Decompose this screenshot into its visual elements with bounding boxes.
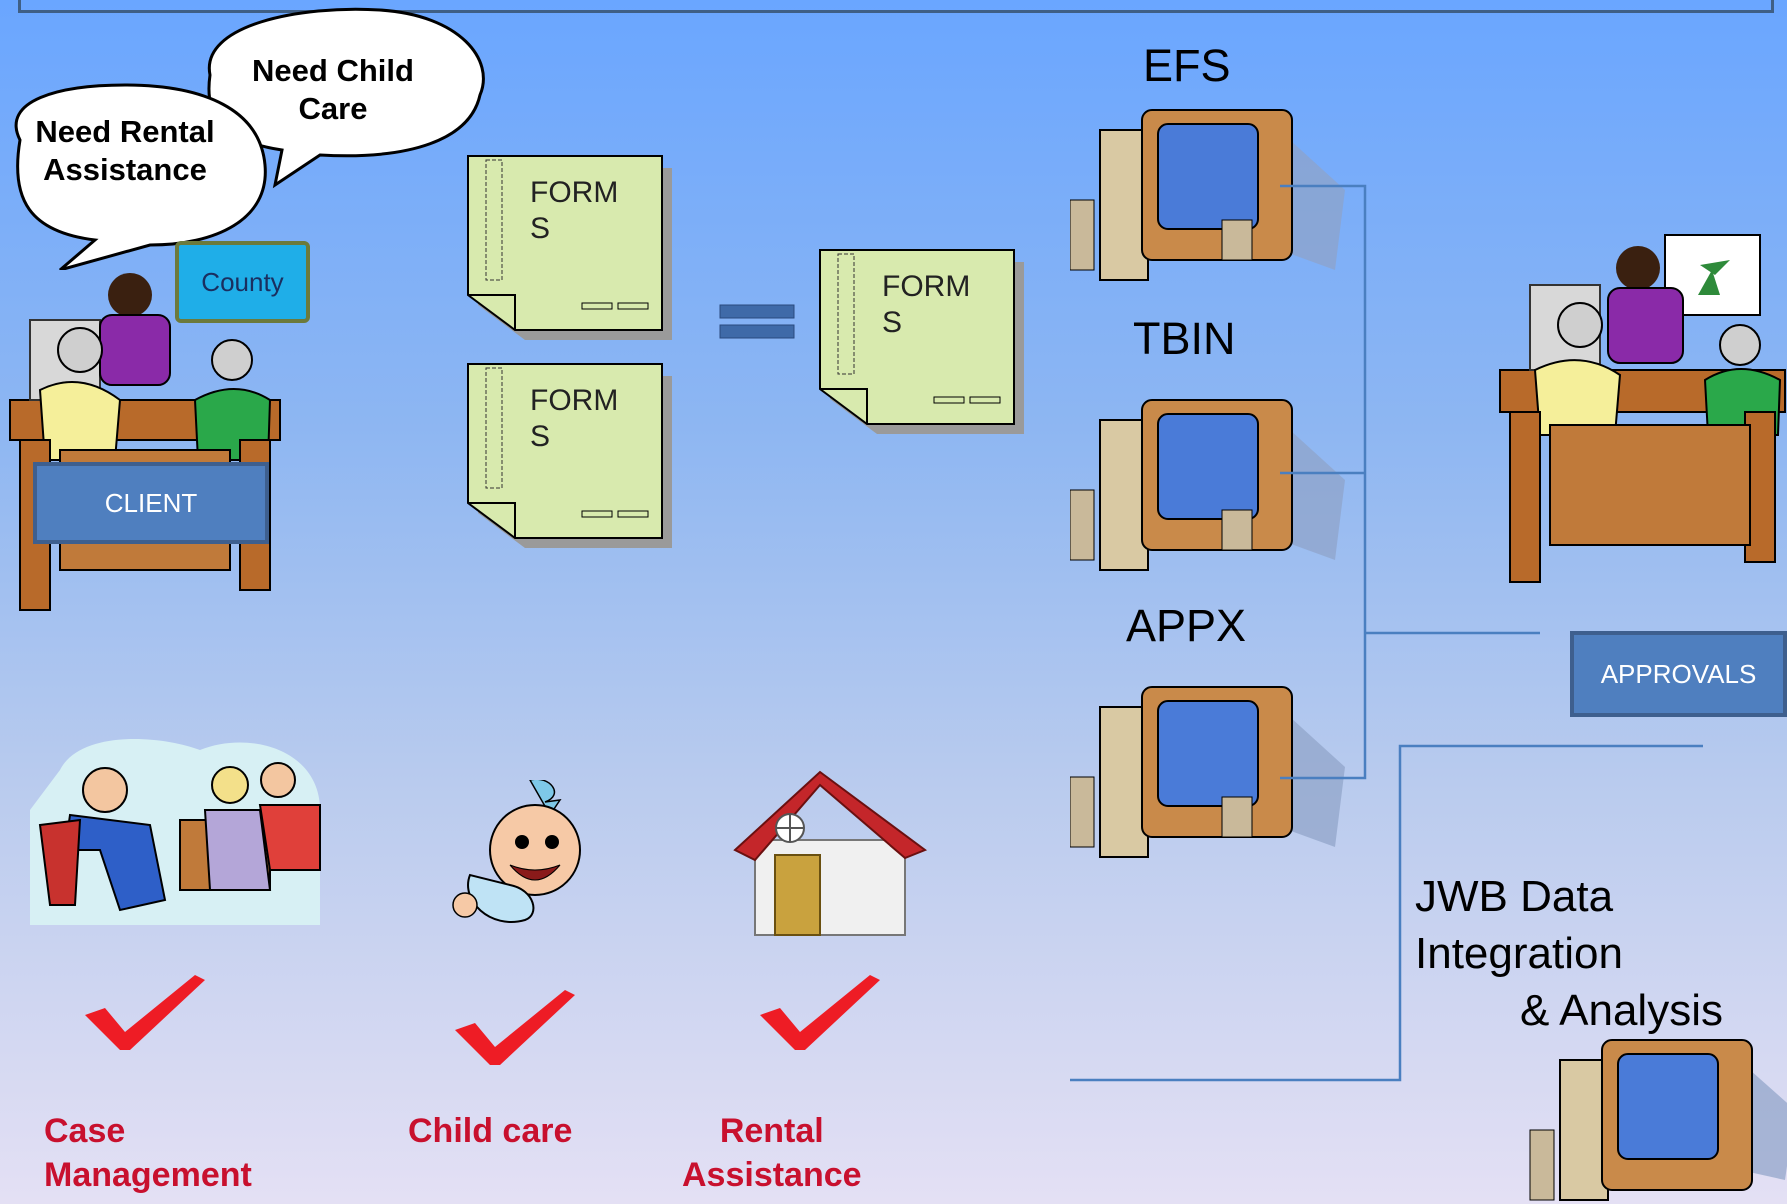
jwb-line3: & Analysis	[1520, 986, 1723, 1035]
county-label: County	[175, 241, 310, 323]
jwb-label: JWB Data Integration & Analysis	[1415, 868, 1723, 1039]
form-2-line1: FORM	[530, 384, 619, 417]
form-doc-2	[467, 363, 672, 548]
jwb-line2: Integration	[1415, 929, 1623, 978]
computer-icon-appx	[1070, 686, 1345, 858]
client-text: CLIENT	[104, 487, 198, 518]
baby-clipart	[452, 780, 581, 923]
case-management-clipart	[30, 738, 321, 925]
bubble-rental-label: Need Rental Assistance	[35, 114, 215, 187]
approvals-text: APPROVALS	[1600, 658, 1757, 689]
case-line2: Management	[44, 1156, 252, 1194]
approvals-meeting-clipart	[1499, 234, 1786, 583]
service-case-management: Case Management	[44, 1109, 252, 1197]
check-icon-rental	[760, 975, 880, 1050]
bubble-rental-shape	[14, 83, 267, 270]
service-rental-assistance: Rental Assistance	[682, 1109, 862, 1197]
form-doc-1	[467, 155, 672, 340]
forms-shapes	[467, 155, 1024, 548]
check-icon-child-care	[455, 990, 575, 1065]
rental-line2: Assistance	[682, 1156, 862, 1194]
client-box: CLIENT	[33, 462, 269, 544]
county-text: County	[201, 266, 284, 297]
form-3-line1: FORM	[882, 270, 971, 303]
form-3-line2: S	[882, 306, 903, 339]
form-2-line2: S	[530, 420, 551, 453]
bubble-rental-text: Need Rental Assistance	[30, 113, 220, 189]
connector-lines	[1070, 184, 1703, 1082]
computer-icon-jwb	[1529, 1039, 1787, 1201]
approvals-box: APPROVALS	[1570, 631, 1787, 717]
computers-and-connectors	[1070, 109, 1787, 1201]
system-appx-label: APPX	[1126, 600, 1247, 651]
equals-sign	[719, 304, 795, 339]
jwb-line1: JWB Data	[1415, 872, 1614, 921]
case-line1: Case	[44, 1112, 126, 1150]
top-frame	[18, 0, 1774, 13]
service-child-care: Child care	[408, 1112, 573, 1150]
form-doc-combined	[819, 249, 1024, 434]
computer-icon-efs	[1070, 109, 1345, 281]
rental-line1: Rental	[719, 1112, 824, 1150]
system-efs-label: EFS	[1143, 40, 1231, 91]
speech-bubbles	[14, 7, 485, 270]
system-tbin-label: TBIN	[1133, 313, 1236, 364]
form-1-line1: FORM	[530, 176, 619, 209]
check-icon-case-management	[85, 975, 205, 1050]
computer-icon-tbin	[1070, 399, 1345, 571]
form-1-line2: S	[530, 212, 551, 245]
bubble-child-care-label: Need Child Care	[252, 53, 414, 126]
house-clipart	[733, 770, 928, 936]
bubble-child-care-text: Need Child Care	[228, 52, 438, 128]
